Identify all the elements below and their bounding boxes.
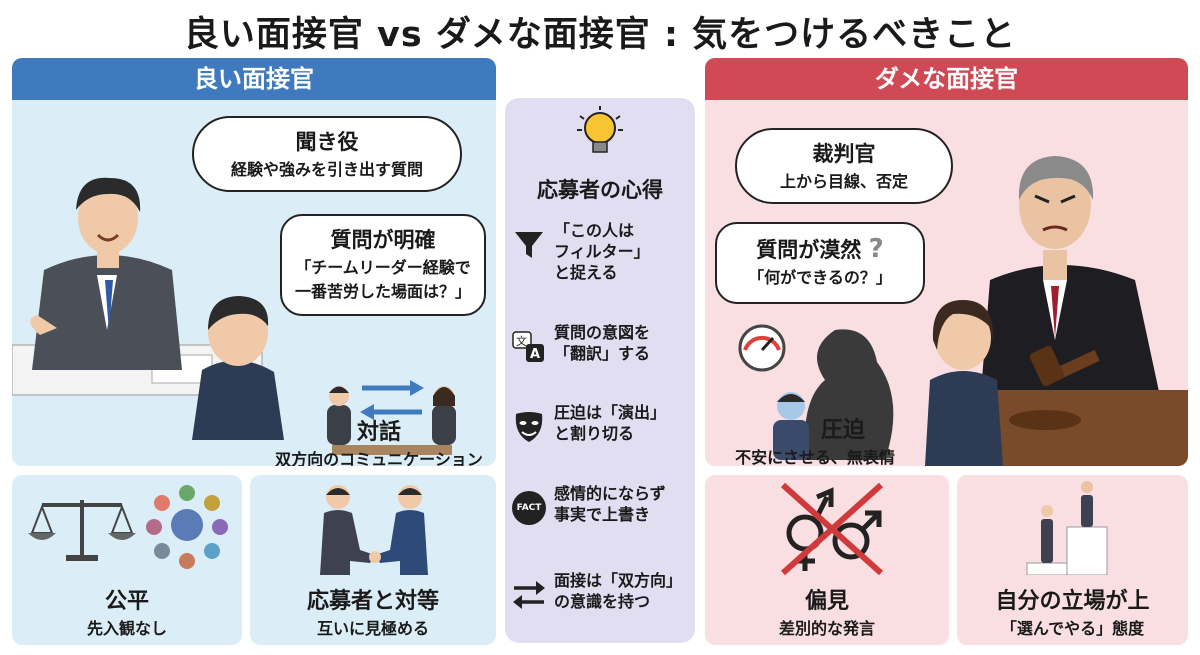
good-interviewer-panel: 良い面接官 聞き役 経験や強みを引き出す質問 質問が明確 (12, 58, 496, 466)
tip-item: 「この人は フィルター」 と捉える (512, 220, 692, 294)
fair-text: 先入観なし (86, 619, 167, 638)
good-bubble1-title: 聞き役 (295, 130, 359, 154)
pressure-caption: 圧迫 不安にさせる、無表情 (705, 412, 925, 466)
fair-title: 公平 (104, 589, 149, 614)
tip-line: 圧迫は「演出」 (554, 403, 667, 422)
tip-item: FACT 感情的にならず 事実で上書き (512, 483, 692, 547)
good-interview-illustration (12, 177, 456, 455)
svg-text:A: A (530, 347, 540, 362)
equal-caption: 応募者と対等 互いに見極める (250, 583, 496, 639)
handshake-icon (320, 485, 428, 575)
good-bubble1-text: 経験や強みを引き出す質問 (230, 160, 423, 179)
dialog-title: 対話 (356, 420, 401, 445)
tip-line: 感情的にならず (554, 484, 666, 503)
status-title: 自分の立場が上 (995, 589, 1150, 614)
good-speech-bubble: 質問が明確 「チームリーダー経験で 一番苦労した場面は？」 (280, 214, 486, 316)
dialog-caption: 対話 双方向のコミュニケーション (262, 414, 496, 466)
tip-item: 面接は「双方向」 の意識を持つ (512, 570, 692, 634)
tip-line: 「翻訳」する (554, 344, 651, 363)
bad-bubble1-text: 上から目線、否定 (779, 172, 908, 191)
tip-item: 文 A 質問の意図を 「翻訳」する (512, 322, 692, 386)
bad-panel-header: ダメな面接官 (705, 58, 1188, 100)
bad-interview-illustration (738, 156, 1188, 466)
good-bubble2-title: 質問が明確 (330, 228, 436, 252)
bias-card: 偏見 差別的な発言 (705, 475, 949, 645)
status-text: 「選んでやる」態度 (1000, 619, 1145, 638)
tip-line: 事実で上書き (554, 505, 651, 524)
equal-text: 互いに見極める (316, 619, 429, 638)
bias-title: 偏見 (804, 589, 849, 614)
scale-people-icon (28, 485, 228, 569)
question-mark-icon: ? (868, 234, 884, 264)
good-bubble2-line1: 「チームリーダー経験で (295, 258, 471, 277)
tips-title: 応募者の心得 (537, 178, 663, 202)
status-caption: 自分の立場が上 「選んでやる」態度 (957, 583, 1188, 639)
status-card: 自分の立場が上 「選んでやる」態度 (957, 475, 1188, 645)
bad-bubble1-title: 裁判官 (812, 142, 876, 166)
tip-line: と捉える (554, 263, 618, 282)
filter-icon (515, 232, 543, 258)
lightbulb-icon (577, 106, 623, 153)
translate-icon: 文 A (512, 331, 544, 362)
bad-bubble2-text: 「何ができるの？」 (748, 268, 892, 287)
good-panel-header: 良い面接官 (12, 58, 496, 100)
tip-line: 質問の意図を (554, 323, 651, 342)
equal-card: 応募者と対等 互いに見極める (250, 475, 496, 645)
bias-caption: 偏見 差別的な発言 (705, 583, 949, 639)
bad-thought-bubble: 裁判官 上から目線、否定 (735, 128, 953, 204)
pressure-title: 圧迫 (820, 418, 865, 443)
bias-text: 差別的な発言 (778, 619, 875, 638)
tip-line: と割り切る (554, 424, 635, 443)
swap-arrows-icon (513, 581, 545, 609)
good-thought-bubble: 聞き役 経験や強みを引き出す質問 (192, 116, 462, 192)
svg-text:文: 文 (516, 334, 527, 348)
good-bubble2-line2: 一番苦労した場面は？」 (294, 282, 471, 301)
theater-mask-icon (515, 412, 543, 442)
page-title: 良い面接官 vs ダメな面接官 : 気をつけるべきこと (183, 15, 1017, 55)
pressure-text: 不安にさせる、無表情 (735, 448, 895, 466)
podium-icon (1026, 481, 1108, 575)
bad-interviewer-panel: ダメな面接官 裁判官 上から目線、否定 質問が漠然 (705, 58, 1188, 466)
tip-item: 圧迫は「演出」 と割り切る (512, 402, 692, 466)
bad-bubble2-title: 質問が漠然 (756, 238, 862, 262)
fact-icon: FACT (512, 491, 546, 525)
fair-card: 公平 先入観なし (12, 475, 242, 645)
equal-title: 応募者と対等 (306, 589, 439, 614)
applicant-tips-panel: 応募者の心得 (505, 98, 695, 643)
gender-symbols-crossed-icon (780, 482, 884, 575)
tip-line: フィルター」 (554, 242, 650, 261)
fair-caption: 公平 先入観なし (12, 583, 242, 639)
tip-line: の意識を持つ (554, 592, 651, 611)
tip-line: 「この人は (554, 221, 635, 240)
dialog-text: 双方向のコミュニケーション (275, 450, 483, 466)
bad-speech-bubble: 質問が漠然 ? 「何ができるの？」 (715, 222, 925, 304)
tip-line: 面接は「双方向」 (554, 571, 683, 590)
